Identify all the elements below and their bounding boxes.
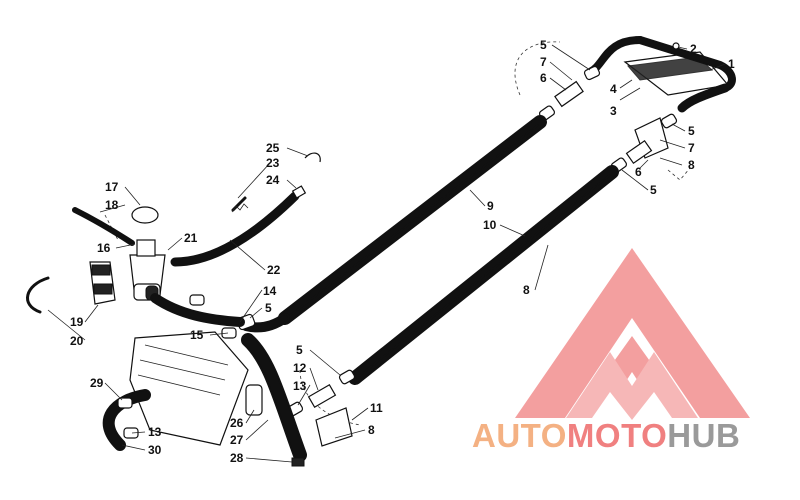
clamp-28 <box>291 457 305 467</box>
label-part-21: 21 <box>184 231 198 245</box>
label-part-30: 30 <box>148 443 162 457</box>
clamp-15a <box>189 294 205 306</box>
spring-26 <box>245 384 263 416</box>
watermark-hub: HUB <box>667 417 740 454</box>
label-part-13b: 13 <box>148 425 162 439</box>
rail-tube-9 <box>278 115 547 325</box>
watermark-triangle-outer <box>515 248 750 418</box>
clamp-13b <box>123 427 139 439</box>
label-part-13a: 13 <box>293 379 307 393</box>
clip-20 <box>26 276 50 314</box>
clamp-29 <box>117 397 133 409</box>
watermark-auto: AUTO <box>472 417 567 454</box>
hose-15 <box>150 293 245 339</box>
watermark-m-shape <box>566 352 698 420</box>
label-part-8c: 8 <box>368 423 375 437</box>
clamp-5e <box>338 369 356 385</box>
label-part-22: 22 <box>267 263 281 277</box>
coupler-12 <box>307 383 337 409</box>
label-part-9: 9 <box>487 199 494 213</box>
group-line-bottom <box>299 369 361 426</box>
rail-tube-10 <box>348 165 619 385</box>
clip-25 <box>304 152 321 163</box>
upper-couplings <box>538 65 678 173</box>
engine-block <box>129 331 249 446</box>
label-part-6a: 6 <box>540 71 547 85</box>
label-part-7b: 7 <box>688 141 695 155</box>
clamp-5a <box>583 65 601 81</box>
label-part-8b: 8 <box>523 283 530 297</box>
watermark-logo <box>515 248 750 420</box>
label-part-8a: 8 <box>688 158 695 172</box>
label-part-4: 4 <box>610 82 617 96</box>
label-part-7a: 7 <box>540 55 547 69</box>
label-part-10: 10 <box>483 218 497 232</box>
clamp-24 <box>291 185 307 199</box>
watermark-text: AUTOMOTOHUB <box>472 417 740 454</box>
bracket-11 <box>315 407 353 447</box>
hose-30 <box>102 389 151 451</box>
label-part-20: 20 <box>70 334 84 348</box>
tank-bracket-19 <box>89 261 116 305</box>
label-part-12: 12 <box>293 361 307 375</box>
group-line-top-right <box>667 167 691 181</box>
group-line-top <box>514 41 561 96</box>
label-part-6b: 6 <box>635 165 642 179</box>
label-part-23: 23 <box>266 156 280 170</box>
label-part-5e: 5 <box>296 343 303 357</box>
front-heat-exchanger <box>586 36 736 113</box>
label-part-19: 19 <box>70 315 84 329</box>
label-part-3: 3 <box>610 104 617 118</box>
label-part-26: 26 <box>230 416 244 430</box>
label-part-28: 28 <box>230 451 244 465</box>
label-part-16: 16 <box>97 241 111 255</box>
coolant-tank <box>129 206 166 301</box>
label-part-18: 18 <box>105 198 119 212</box>
label-part-5b: 5 <box>688 124 695 138</box>
label-part-14: 14 <box>263 284 277 298</box>
hose-27 <box>241 333 307 467</box>
tank-neck <box>136 239 156 257</box>
clamp-5c <box>660 113 678 129</box>
exchanger-fins <box>627 56 714 81</box>
label-part-2: 2 <box>690 42 697 56</box>
label-part-5a: 5 <box>540 38 547 52</box>
overflow-tube-18 <box>72 207 135 246</box>
label-part-11: 11 <box>370 401 383 415</box>
label-part-17: 17 <box>105 180 119 194</box>
label-part-24: 24 <box>266 173 280 187</box>
label-part-27: 27 <box>230 433 244 447</box>
label-part-15: 15 <box>190 328 204 342</box>
coupler-6a <box>554 80 584 108</box>
clamp-15b <box>221 327 237 339</box>
label-part-5d: 5 <box>265 301 272 315</box>
vent-hose-22 <box>170 152 321 267</box>
part-labels: 1 2 3 4 5 7 6 5 7 8 6 5 9 10 8 25 23 24 … <box>70 38 735 465</box>
leader-lines <box>47 44 726 463</box>
bolt-2 <box>672 42 680 50</box>
label-part-5c: 5 <box>650 183 657 197</box>
coupler-6b <box>625 139 653 165</box>
label-part-25: 25 <box>266 141 280 155</box>
label-part-29: 29 <box>90 376 104 390</box>
tank-cap-17 <box>131 206 159 224</box>
watermark-moto: MOTO <box>567 417 667 454</box>
label-part-1: 1 <box>728 57 735 71</box>
